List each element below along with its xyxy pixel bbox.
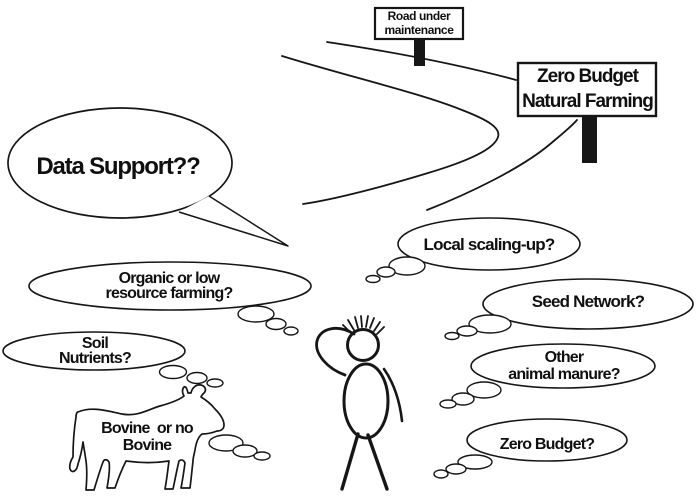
thought-trail-dot — [237, 305, 275, 323]
stick-figure-arm-left — [315, 326, 356, 377]
thought-trail-dot — [253, 451, 271, 461]
thought-trail-dot — [433, 469, 449, 479]
thought-bubble-zero-budget — [433, 418, 628, 479]
data-support-label: Data Support?? — [36, 153, 200, 180]
road-maintenance-sign-board — [373, 6, 465, 41]
thought-trail-dot — [283, 326, 299, 336]
thought-trail-dot — [468, 314, 512, 334]
zero-budget-label: Zero Budget? — [499, 436, 595, 453]
thought-trail-dot — [208, 434, 244, 452]
zbnf-sign-board — [516, 61, 658, 118]
thought-trail-dot — [388, 256, 426, 276]
thought-trail-dot — [186, 371, 208, 385]
thought-trail-dot — [376, 266, 396, 278]
organic-farming-label: Organic or low resource farming? — [105, 270, 234, 303]
stick-figure — [315, 315, 404, 491]
seed-network-label: Seed Network? — [531, 292, 645, 311]
speech-bubble-tail — [178, 195, 289, 247]
local-scaling-label: Local scaling-up? — [423, 235, 556, 254]
thought-bubble-local — [365, 217, 581, 284]
thought-ellipse — [2, 331, 186, 371]
thought-trail-dot — [457, 454, 493, 470]
stick-figure-leg-right — [366, 433, 389, 491]
thought-ellipse — [28, 261, 312, 311]
zbnf-sign-post — [582, 116, 597, 163]
zbnf-sign-label: Zero Budget Natural Farming — [522, 66, 654, 112]
thought-trail-dot — [158, 364, 188, 380]
thought-bubble-soil — [2, 331, 224, 388]
zbnf-sign — [516, 61, 658, 163]
thought-bubble-seed — [444, 278, 694, 341]
cow — [68, 384, 225, 491]
thought-trail-dot — [451, 392, 475, 406]
soil-nutrients-label: Soil Nutrients? — [58, 335, 132, 368]
thought-trail-dot — [439, 399, 457, 409]
thought-ellipse — [470, 343, 656, 389]
speech-bubble-data-support — [7, 107, 289, 247]
thought-bubble-organic — [28, 261, 312, 336]
thought-ellipse — [397, 217, 581, 271]
bovine-label: Bovine or no Bovine — [101, 420, 194, 454]
thought-trail-dot — [265, 317, 287, 331]
thought-trail-dot — [444, 331, 460, 341]
road-edge-hairpin — [281, 55, 500, 205]
stick-figure-arm-right — [382, 367, 404, 423]
road-maintenance-sign-label: Road under maintenance — [384, 9, 454, 38]
stick-figure-body — [342, 362, 390, 440]
thought-trail-dot — [466, 381, 502, 399]
speech-bubble-ellipse — [7, 107, 233, 219]
thought-trail-dot — [445, 463, 467, 475]
thought-bubble-bovine-trail — [208, 434, 271, 461]
thought-bubble-other-manure — [439, 343, 656, 409]
road-edge-lower — [426, 119, 578, 211]
stick-figure-leg-left — [340, 432, 360, 491]
thought-trail-dot — [365, 274, 381, 284]
thought-trail-dot — [206, 378, 224, 388]
thought-trail-dot — [456, 325, 478, 337]
stick-figure-head — [346, 328, 380, 362]
thought-ellipse — [482, 278, 694, 330]
road-maintenance-sign-post — [414, 39, 425, 66]
road-maintenance-sign — [373, 6, 465, 66]
cow-outline — [68, 384, 225, 491]
thought-ellipse — [466, 418, 628, 462]
other-manure-label: Other animal manure? — [508, 349, 620, 383]
thought-trail-dot — [232, 444, 258, 458]
